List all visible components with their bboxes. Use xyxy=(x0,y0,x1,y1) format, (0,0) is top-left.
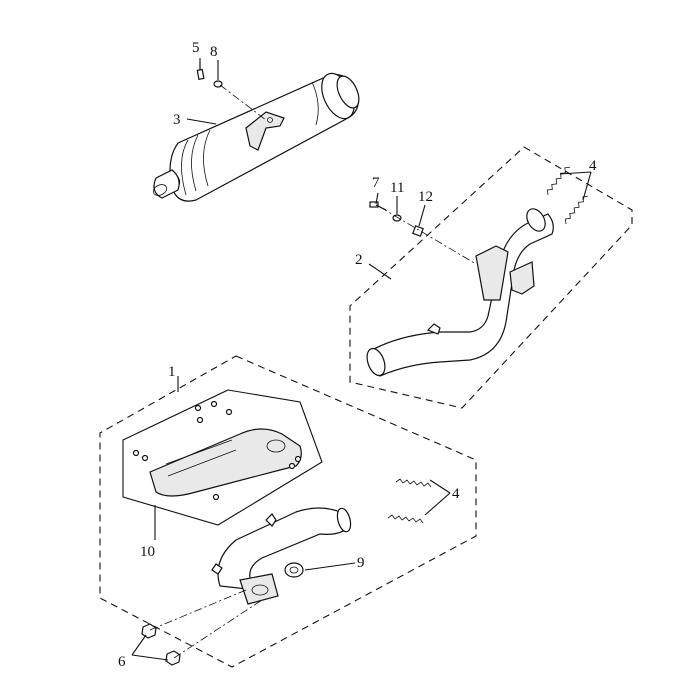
heat-shield-group-10 xyxy=(122,389,323,526)
springs-4-upper xyxy=(546,166,588,225)
callout-1: 1 xyxy=(168,364,176,380)
callout-3: 3 xyxy=(173,112,181,128)
leader-lines xyxy=(131,58,592,661)
front-pipe-group-2 xyxy=(349,146,633,409)
callout-labels: 5 8 3 7 11 12 4 2 1 4 9 10 6 xyxy=(118,40,597,670)
callout-12: 12 xyxy=(418,189,433,205)
gasket-9 xyxy=(284,562,304,578)
callout-5: 5 xyxy=(192,40,200,56)
callout-4-upper: 4 xyxy=(589,158,597,174)
callout-10: 10 xyxy=(140,544,155,560)
bolt-5 xyxy=(196,62,205,80)
callout-9: 9 xyxy=(357,555,365,571)
nut-12 xyxy=(412,225,424,237)
washer-11 xyxy=(392,214,402,222)
callout-2: 2 xyxy=(355,252,363,268)
callout-4-lower: 4 xyxy=(452,486,460,502)
muffler xyxy=(152,72,360,202)
nuts-6 xyxy=(141,623,181,666)
springs-4-lower xyxy=(387,478,432,524)
callout-7: 7 xyxy=(372,175,380,191)
exhaust-group-1 xyxy=(99,355,477,668)
callout-11: 11 xyxy=(390,180,404,196)
callout-8: 8 xyxy=(210,44,218,60)
lower-pipe xyxy=(211,507,352,605)
callout-6: 6 xyxy=(118,654,126,670)
